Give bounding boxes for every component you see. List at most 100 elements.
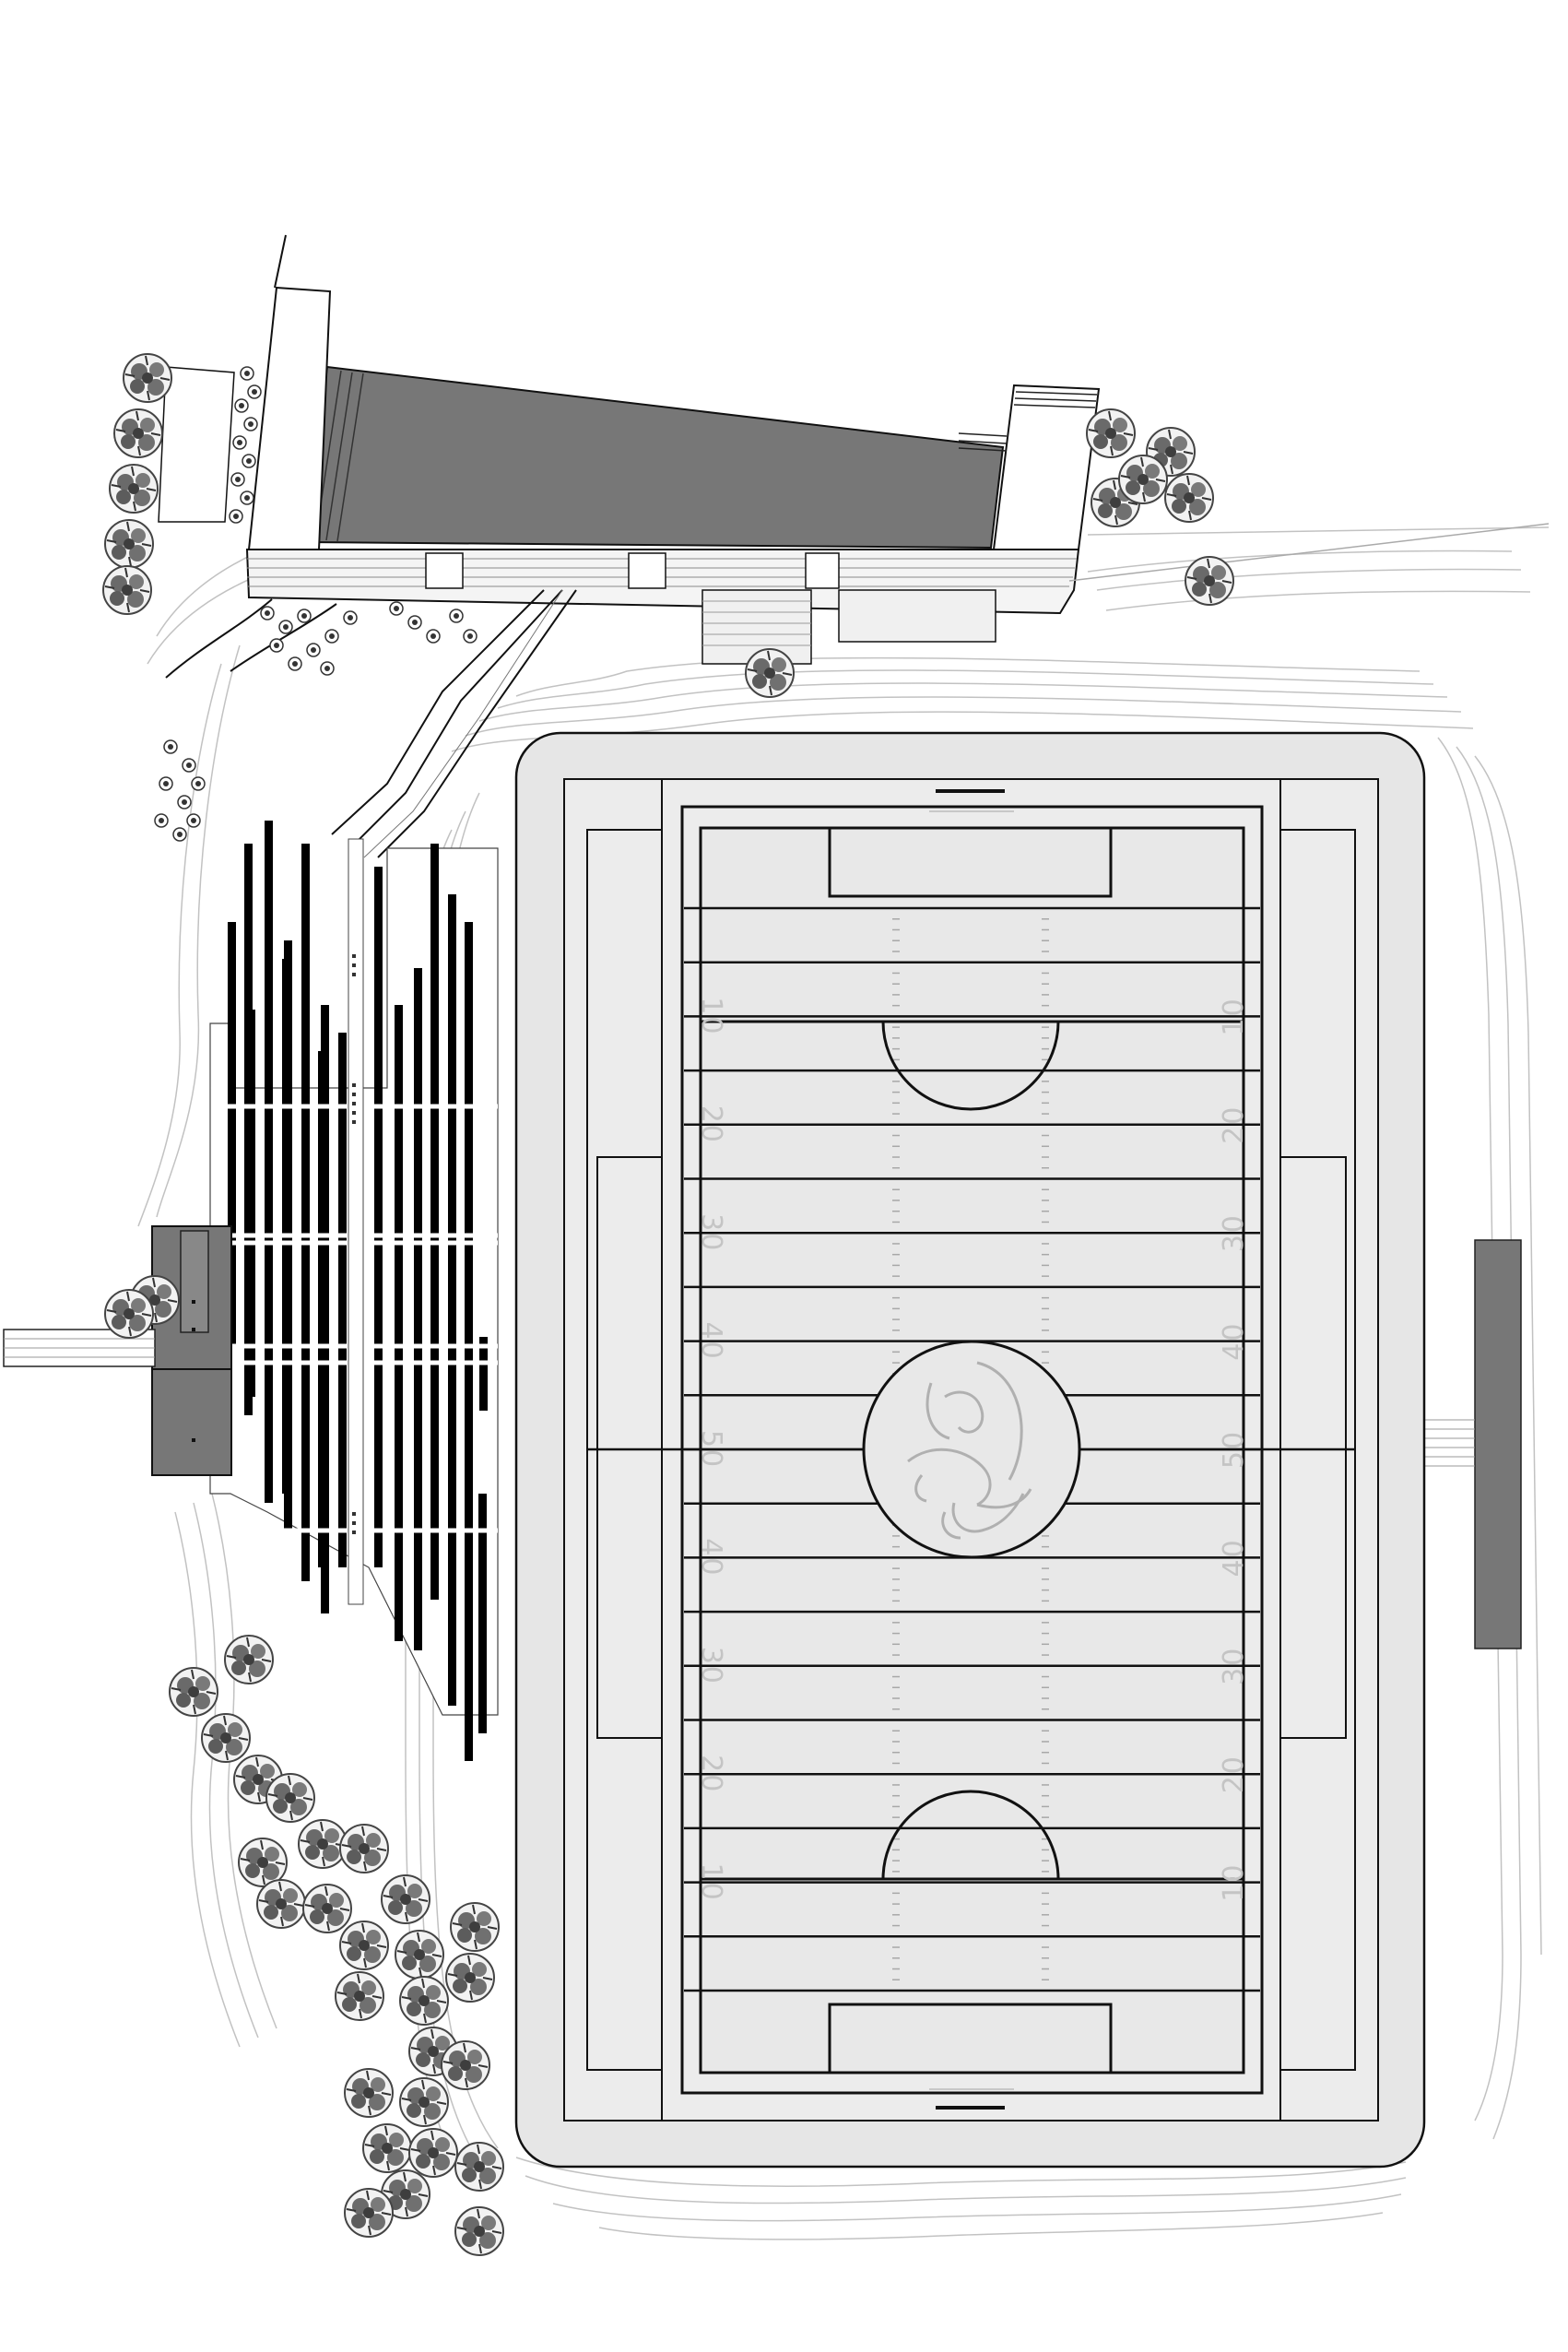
shrub-icon bbox=[407, 615, 422, 630]
yard-number: 30 bbox=[695, 1647, 727, 1685]
tree-canopy-icon bbox=[302, 1884, 352, 1933]
tree-canopy-icon bbox=[450, 1902, 500, 1952]
shrub-icon bbox=[297, 609, 312, 623]
tree-canopy-icon bbox=[123, 353, 172, 403]
stand-seating-bars-east bbox=[374, 844, 488, 1761]
yard-number: 20 bbox=[1218, 1105, 1250, 1144]
stand-seating-bars-middle bbox=[247, 959, 326, 1567]
yard-number: 10 bbox=[1218, 997, 1250, 1035]
tree-canopy-icon bbox=[256, 1879, 306, 1929]
tree-canopy-icon bbox=[408, 2128, 458, 2178]
tree-canopy-icon bbox=[224, 1635, 274, 1684]
shrub-icon bbox=[234, 398, 249, 413]
tree-canopy-icon bbox=[344, 2068, 394, 2118]
shrub-icon bbox=[242, 454, 256, 468]
tree-canopy-icon bbox=[201, 1713, 251, 1763]
stair-tower-east bbox=[992, 384, 1101, 550]
shrub-icon bbox=[260, 606, 275, 621]
yard-number: 20 bbox=[1218, 1755, 1250, 1793]
tree-canopy-icon bbox=[113, 408, 163, 458]
shrub-icon bbox=[288, 656, 302, 671]
ramp-paths bbox=[165, 589, 577, 858]
tree-canopy-icon bbox=[265, 1773, 315, 1823]
tree-canopy-icon bbox=[102, 565, 152, 615]
shrub-icon bbox=[177, 795, 192, 810]
goal-area-south bbox=[828, 2003, 1113, 2074]
stand-aisle bbox=[348, 838, 364, 1605]
shrub-icon bbox=[172, 827, 187, 842]
yard-number: 40 bbox=[695, 1538, 727, 1577]
tree-canopy-icon bbox=[381, 1874, 430, 1924]
building-roof bbox=[302, 365, 1005, 550]
tree-canopy-icon bbox=[1164, 473, 1214, 523]
shrub-icon bbox=[240, 366, 254, 381]
shrub-icon bbox=[191, 776, 206, 791]
shrub-icon bbox=[186, 813, 201, 828]
tree-canopy-icon bbox=[1118, 455, 1168, 504]
tree-canopy-icon bbox=[454, 2142, 504, 2192]
shrub-icon bbox=[324, 629, 339, 644]
tree-canopy-icon bbox=[298, 1819, 348, 1869]
shrub-icon bbox=[240, 490, 254, 505]
shrub-icon bbox=[343, 610, 358, 625]
tree-canopy-icon bbox=[745, 648, 795, 698]
shrub-icon bbox=[426, 629, 441, 644]
yard-number: 50 bbox=[1218, 1430, 1250, 1469]
shrub-icon bbox=[229, 509, 243, 524]
tree-canopy-icon bbox=[1086, 408, 1136, 458]
shrub-icon bbox=[269, 638, 284, 653]
yard-number: 10 bbox=[695, 997, 727, 1035]
tree-canopy-icon bbox=[339, 1921, 389, 1970]
shrub-icon bbox=[163, 739, 178, 754]
yard-number: 30 bbox=[1218, 1213, 1250, 1252]
tree-canopy-icon bbox=[454, 2206, 504, 2256]
tree-canopy-icon bbox=[395, 1930, 444, 1980]
shrub-icon bbox=[306, 643, 321, 657]
yard-number: 50 bbox=[695, 1430, 727, 1469]
tree-canopy-icon bbox=[399, 2077, 449, 2127]
terrain-contours bbox=[137, 526, 1550, 2240]
tree-canopy-icon bbox=[399, 1976, 449, 2026]
center-circle bbox=[862, 1340, 1081, 1559]
tree-canopy-icon bbox=[339, 1824, 389, 1873]
penalty-arc-north bbox=[881, 1021, 1060, 1111]
yard-number: 20 bbox=[695, 1105, 727, 1144]
shrub-icon bbox=[278, 620, 293, 634]
yard-number: 30 bbox=[1218, 1647, 1250, 1685]
west-planting-strip bbox=[158, 366, 235, 523]
shrub-icon bbox=[463, 629, 477, 644]
penalty-arc-south bbox=[881, 1790, 1060, 1880]
stair-tower-west bbox=[247, 286, 332, 550]
east-stairs bbox=[1425, 1419, 1475, 1467]
north-building bbox=[158, 234, 1550, 665]
tree-canopy-icon bbox=[169, 1667, 218, 1717]
shrub-icon bbox=[182, 758, 196, 773]
yard-number: 40 bbox=[1218, 1322, 1250, 1361]
shrub-icon bbox=[230, 472, 245, 487]
shrub-icon bbox=[159, 776, 173, 791]
tree-canopy-icon bbox=[335, 1971, 384, 2021]
tree-canopy-icon bbox=[362, 2123, 412, 2173]
tree-canopy-icon bbox=[441, 2040, 490, 2090]
goal-area-north bbox=[828, 826, 1113, 898]
shrub-icon bbox=[154, 813, 169, 828]
yard-number: 30 bbox=[695, 1213, 727, 1252]
shrub-icon bbox=[232, 435, 247, 450]
shrub-icon bbox=[389, 601, 404, 616]
east-scoreboard bbox=[1474, 1239, 1522, 1649]
yard-number: 40 bbox=[695, 1322, 727, 1361]
yard-number: 10 bbox=[1218, 1863, 1250, 1902]
tree-canopy-icon bbox=[344, 2188, 394, 2238]
press-box bbox=[3, 1225, 232, 1476]
grandstand bbox=[209, 821, 499, 1761]
tree-canopy-icon bbox=[104, 1289, 154, 1339]
yard-number: 20 bbox=[695, 1755, 727, 1793]
ram-head-logo-icon bbox=[907, 1361, 1032, 1540]
tree-canopy-icon bbox=[445, 1953, 495, 2003]
tree-canopy-icon bbox=[109, 464, 159, 514]
shrub-icon bbox=[449, 609, 464, 623]
